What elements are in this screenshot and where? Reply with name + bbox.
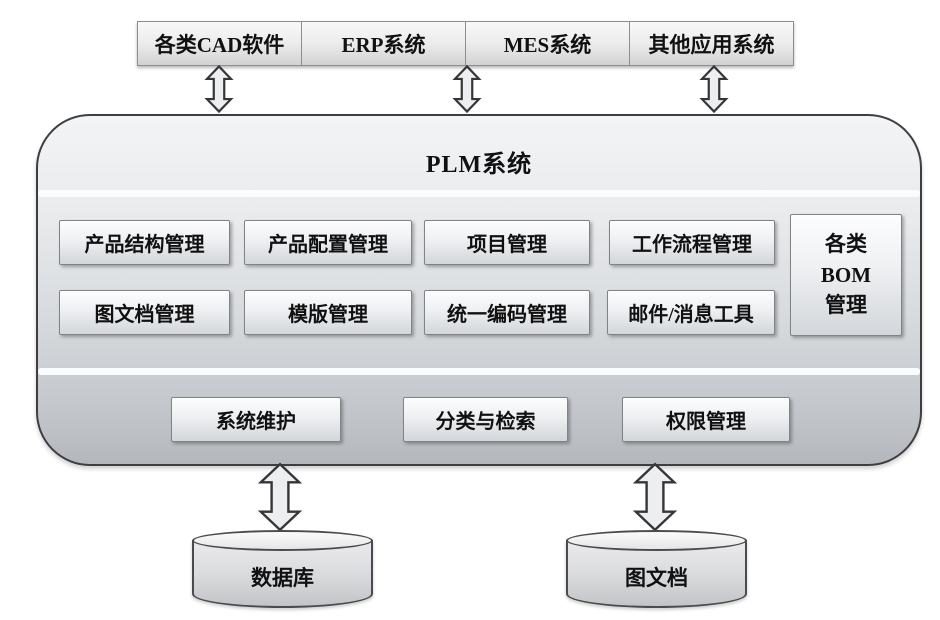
- database-cylinder-top: [192, 530, 373, 551]
- module-mail-message-tool: 邮件/消息工具: [607, 290, 775, 335]
- module-template-mgmt: 模版管理: [244, 290, 412, 335]
- external-systems-strip: 各类CAD软件 ERP系统 MES系统 其他应用系统: [137, 21, 794, 66]
- external-system-erp: ERP系统: [302, 21, 466, 66]
- module-unified-coding: 统一编码管理: [424, 290, 590, 335]
- database-cylinder-body: [192, 540, 373, 608]
- module-system-maintenance: 系统维护: [171, 397, 341, 442]
- double-arrow-plm-document-icon: [631, 462, 679, 532]
- module-bom-line1: 各类: [825, 232, 867, 257]
- plm-title: PLM系统: [425, 152, 533, 178]
- external-system-cad: 各类CAD软件: [137, 21, 302, 66]
- document-cylinder-top: [566, 530, 747, 551]
- document-cylinder-body: [566, 540, 747, 608]
- module-project-mgmt: 项目管理: [424, 220, 590, 265]
- double-arrow-cad-plm-icon: [204, 65, 234, 113]
- module-bom-line3: 管理: [825, 293, 867, 318]
- double-arrow-other-plm-icon: [699, 65, 729, 113]
- document-label: 图文档: [625, 566, 688, 590]
- module-workflow-mgmt: 工作流程管理: [609, 220, 775, 265]
- document-cylinder: 图文档: [566, 530, 747, 608]
- section-divider: [38, 368, 920, 375]
- database-label: 数据库: [251, 566, 314, 590]
- module-doc-mgmt: 图文档管理: [59, 290, 230, 335]
- external-system-other: 其他应用系统: [630, 21, 794, 66]
- section-divider: [38, 190, 920, 197]
- module-bom-mgmt: 各类 BOM 管理: [790, 214, 902, 336]
- external-system-mes: MES系统: [466, 21, 630, 66]
- double-arrow-erp-mes-plm-icon: [452, 65, 482, 113]
- module-permission-mgmt: 权限管理: [622, 397, 790, 442]
- module-classification-search: 分类与检索: [403, 397, 568, 442]
- module-bom-line2: BOM: [820, 262, 872, 287]
- module-product-structure: 产品结构管理: [59, 220, 230, 265]
- database-cylinder: 数据库: [192, 530, 373, 608]
- module-product-config: 产品配置管理: [244, 220, 412, 265]
- plm-system-container: PLM系统 产品结构管理 产品配置管理 项目管理 工作流程管理 图文档管理 模版…: [36, 114, 922, 466]
- double-arrow-plm-database-icon: [256, 462, 304, 532]
